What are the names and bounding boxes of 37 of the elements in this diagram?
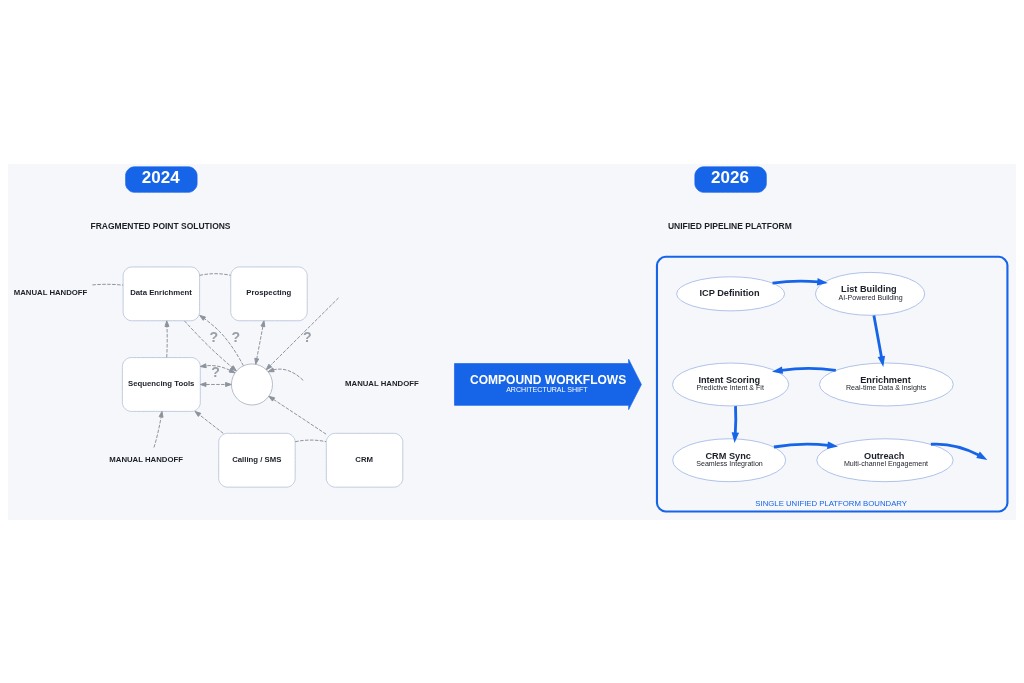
node-ellipse: ICP Definition: [676, 275, 786, 311]
node-box: Sequencing Tools: [122, 356, 201, 412]
label: FRAGMENTED POINT SOLUTIONS: [90, 220, 231, 230]
arrow: [731, 405, 740, 443]
arrow: [153, 410, 164, 448]
edge-label: ?: [209, 328, 219, 345]
node-box: 2024: [125, 165, 198, 193]
connector: [91, 283, 124, 286]
edge-label: ?: [302, 328, 312, 345]
arrow: [772, 277, 828, 286]
arrow: [265, 363, 304, 381]
label: UNIFIED PIPELINE PLATFORM: [667, 220, 792, 230]
arrow: [184, 319, 237, 371]
arrow: [199, 362, 236, 373]
node-text: MANUAL HANDOFF: [345, 378, 419, 388]
arrow: [164, 319, 170, 358]
arrow: [199, 381, 232, 387]
node-box: Data Enrichment: [122, 266, 200, 321]
node-box: Prospecting: [230, 266, 308, 321]
connector: [199, 272, 231, 276]
connector: [294, 439, 327, 442]
arrow: [254, 319, 266, 365]
arrow: [265, 296, 339, 372]
node-text: MANUAL HANDOFF: [109, 454, 183, 464]
edge-label: ?: [211, 363, 220, 380]
edge-label: ?: [231, 328, 241, 345]
arrow: [268, 395, 327, 435]
arrow: [930, 442, 988, 460]
arrow: [773, 441, 839, 449]
node-box: Calling / SMS: [218, 432, 296, 488]
node-box: 2026: [694, 165, 767, 193]
node-box: CRM: [325, 432, 404, 488]
arrow: [199, 314, 244, 366]
arrow: [872, 314, 886, 367]
node-text: MANUAL HANDOFF: [13, 287, 88, 297]
arrow: [194, 410, 224, 434]
arrow: [772, 365, 836, 374]
